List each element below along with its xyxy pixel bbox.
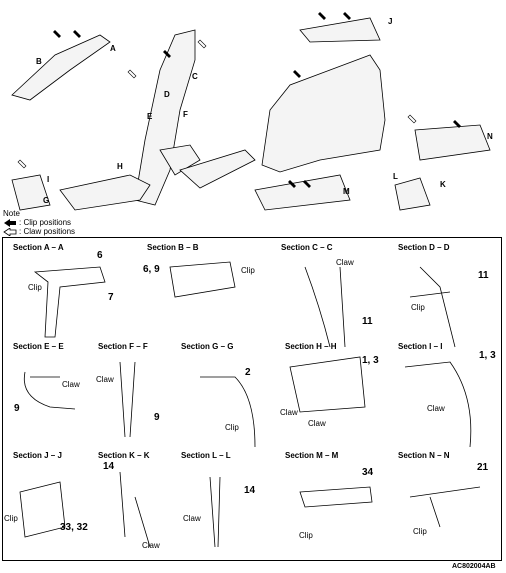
bracket-l — [394, 177, 431, 211]
section-h-shape — [289, 356, 366, 413]
label-b: B — [36, 57, 42, 66]
section-a-num-7: 7 — [108, 292, 114, 303]
section-title-i: Section I – I — [398, 342, 443, 351]
section-l-shape — [209, 476, 221, 548]
legend: Note : Clip positions : Claw positions — [3, 209, 75, 236]
section-f-shape — [119, 361, 136, 438]
section-e-shape — [23, 371, 76, 410]
section-i-num: 1, 3 — [479, 350, 496, 361]
label-n: N — [487, 132, 493, 141]
section-title-g: Section G – G — [181, 342, 234, 351]
figure-code: AC802004AB — [452, 563, 496, 570]
legend-clip-text: : Clip positions — [19, 218, 72, 227]
legend-claw-row: : Claw positions — [3, 227, 75, 236]
section-k-claw: Claw — [142, 541, 160, 550]
section-e-num: 9 — [14, 403, 20, 414]
label-e: E — [147, 112, 153, 121]
section-d-shape — [409, 266, 456, 348]
scuff-plate-rear — [179, 149, 256, 189]
label-f: F — [183, 110, 188, 119]
section-drawings — [19, 261, 481, 548]
label-m: M — [343, 187, 350, 196]
label-k: K — [440, 180, 446, 189]
legend-clip-row: : Clip positions — [3, 218, 75, 227]
hollow-arrow-icon — [3, 227, 17, 236]
section-title-j: Section J – J — [13, 451, 62, 460]
section-j-num: 33, 32 — [60, 522, 88, 533]
label-h: H — [117, 162, 123, 171]
section-title-b: Section B – B — [147, 243, 199, 252]
section-l-num: 14 — [244, 485, 256, 496]
section-b-num: 6, 9 — [143, 264, 160, 275]
section-title-d: Section D – D — [398, 243, 450, 252]
section-n-shape — [409, 486, 481, 528]
section-c-shape — [304, 266, 346, 348]
section-k-shape — [119, 471, 151, 548]
section-d-num: 11 — [478, 270, 489, 281]
section-a-clip: Clip — [28, 283, 42, 292]
section-a-num-6: 6 — [97, 250, 103, 261]
section-title-h: Section H – H — [285, 342, 337, 351]
section-b-clip: Clip — [241, 266, 255, 275]
pillar-trim-a — [11, 34, 111, 101]
side-bracket — [11, 174, 51, 211]
legend-title: Note — [3, 209, 20, 218]
section-c-claw: Claw — [336, 258, 354, 267]
section-k-num: 14 — [103, 461, 115, 472]
section-m-num: 34 — [362, 467, 374, 478]
section-j-shape — [19, 481, 66, 538]
section-g-shape — [200, 376, 256, 448]
section-title-e: Section E – E — [13, 342, 64, 351]
section-g-clip: Clip — [225, 423, 239, 432]
label-l: L — [393, 172, 398, 181]
quarter-trim — [261, 54, 386, 173]
section-d-clip: Clip — [411, 303, 425, 312]
back-trim — [414, 124, 491, 161]
section-title-k: Section K – K — [98, 451, 150, 460]
label-c: C — [192, 72, 198, 81]
section-title-m: Section M – M — [285, 451, 339, 460]
section-g-num: 2 — [245, 367, 251, 378]
section-f-num: 9 — [154, 412, 160, 423]
section-title-f: Section F – F — [98, 342, 148, 351]
section-h-claw-left: Claw — [280, 408, 298, 417]
legend-claw-text: : Claw positions — [19, 227, 76, 236]
section-title-n: Section N – N — [398, 451, 450, 460]
label-j: J — [388, 17, 393, 26]
section-title-c: Section C – C — [281, 243, 333, 252]
label-i: I — [47, 175, 50, 184]
upper-quarter-trim — [299, 17, 381, 43]
section-i-claw: Claw — [427, 404, 445, 413]
section-h-claw-bottom: Claw — [308, 419, 326, 428]
filled-arrow-icon — [4, 218, 16, 227]
section-a-shape — [33, 266, 106, 338]
exploded-view-drawing — [11, 12, 491, 211]
sections-panel — [2, 237, 502, 561]
section-m-shape — [299, 486, 373, 508]
section-f-claw: Claw — [96, 375, 114, 384]
section-e-claw: Claw — [62, 380, 80, 389]
section-m-clip: Clip — [299, 531, 313, 540]
section-i-shape — [404, 361, 472, 448]
section-n-clip: Clip — [413, 527, 427, 536]
section-c-num: 11 — [362, 316, 373, 327]
label-a: A — [110, 44, 116, 53]
section-n-num: 21 — [477, 462, 489, 473]
scuff-plate-front — [59, 174, 151, 211]
section-h-num: 1, 3 — [362, 355, 379, 366]
section-b-shape — [169, 261, 236, 298]
label-g: G — [43, 196, 50, 205]
section-title-l: Section L – L — [181, 451, 231, 460]
section-l-claw: Claw — [183, 514, 201, 523]
center-pillar-trim — [134, 29, 196, 206]
section-title-a: Section A – A — [13, 243, 64, 252]
label-d: D — [164, 90, 170, 99]
section-j-clip: Clip — [4, 514, 18, 523]
step-trim — [254, 174, 351, 211]
